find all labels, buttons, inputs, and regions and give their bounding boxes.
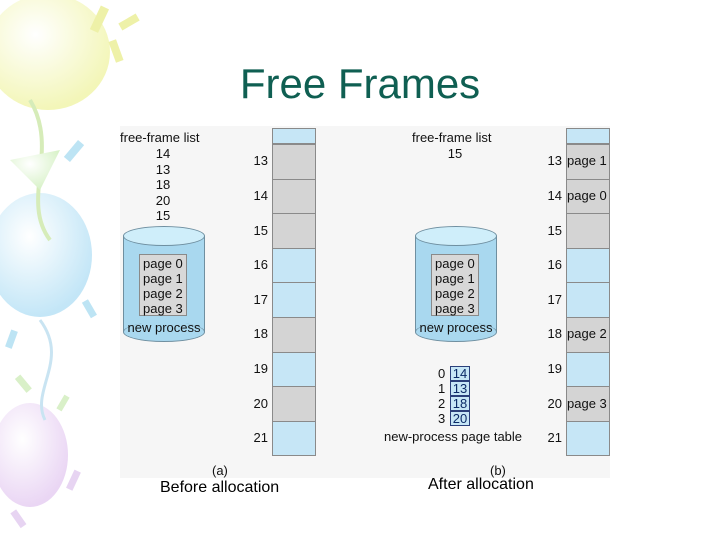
frame-page-label: page 1 [567, 153, 607, 169]
free-frame-entry: 20 [155, 192, 171, 208]
process-page-label: page 2 [143, 286, 183, 301]
new-process-disk-after: page 0 page 1 page 2 page 3 new process [415, 226, 497, 342]
memory-frame [566, 282, 610, 318]
frame-number: 16 [253, 257, 268, 273]
page-table-entry: 13 [450, 381, 470, 396]
memory-frame-top-edge [566, 128, 610, 144]
frame-number: 15 [253, 222, 268, 238]
frame-number: 18 [547, 326, 562, 342]
frame-number: 17 [253, 291, 268, 307]
page-table-entry: 20 [450, 411, 470, 426]
page-table-label: new-process page table [384, 429, 523, 444]
free-frame-entry: 14 [155, 146, 171, 161]
memory-frame [272, 317, 316, 353]
panel-b-label: (b) [490, 463, 506, 478]
caption-before-allocation: Before allocation [160, 479, 280, 496]
process-page-label: page 2 [435, 286, 475, 301]
page-table-index: 0 [438, 366, 446, 381]
memory-frame [566, 213, 610, 249]
frame-number: 15 [547, 222, 562, 238]
frame-number: 13 [547, 153, 562, 169]
memory-frame [566, 317, 610, 353]
frame-number: 20 [253, 395, 268, 411]
frame-number: 13 [253, 153, 268, 169]
process-page-label: page 0 [435, 256, 475, 271]
memory-frame [272, 213, 316, 249]
process-page-label: page 1 [435, 271, 475, 286]
frame-number: 21 [253, 430, 268, 446]
process-page-label: page 3 [143, 301, 183, 316]
process-page-label: page 1 [143, 271, 183, 286]
memory-frame-top-edge [272, 128, 316, 144]
frame-page-label: page 2 [567, 326, 607, 342]
process-pages-box [139, 254, 187, 316]
frame-number: 19 [253, 360, 268, 376]
free-frame-entry: 18 [155, 177, 171, 192]
panel-a-label: (a) [212, 463, 228, 478]
memory-frame [566, 420, 610, 457]
memory-frame [566, 351, 610, 388]
slide-title: Free Frames [239, 60, 481, 107]
frame-number: 17 [547, 291, 562, 307]
process-page-label: page 3 [435, 301, 475, 316]
process-pages-box [431, 254, 479, 316]
frame-page-label: page 3 [567, 395, 607, 411]
memory-frame [272, 247, 316, 284]
frame-number: 19 [547, 360, 562, 376]
process-page-label: page 0 [143, 256, 183, 271]
page-table-index: 1 [438, 381, 446, 396]
memory-frame [272, 178, 316, 215]
new-process-label: new process [419, 320, 493, 335]
memory-frame [272, 144, 316, 180]
page-table-index: 3 [438, 411, 446, 426]
frame-page-label: page 0 [567, 187, 607, 203]
caption-after-allocation: After allocation [428, 476, 534, 493]
free-frame-entry: 13 [155, 161, 171, 177]
frame-number: 18 [253, 326, 268, 342]
page-table-index: 2 [438, 396, 446, 411]
page-table-entry: 18 [450, 396, 470, 411]
memory-frame [272, 351, 316, 388]
free-frame-list-title-after: free-frame list [412, 130, 492, 145]
free-frame-entry: 15 [447, 146, 463, 161]
free-frame-entry: 15 [155, 208, 171, 223]
frame-number: 16 [547, 257, 562, 273]
page-table-entry: 14 [450, 366, 470, 381]
free-frames-figure: free-frame list 14 13 18 20 15 page 0 pa… [120, 126, 610, 478]
new-process-label: new process [127, 320, 201, 335]
memory-frame [272, 282, 316, 318]
memory-frame [566, 247, 610, 284]
memory-frame [566, 178, 610, 215]
new-process-disk-before: page 0 page 1 page 2 page 3 new process [123, 226, 205, 342]
free-frame-list-title-before: free-frame list [120, 130, 200, 145]
memory-frame [272, 420, 316, 457]
frame-number: 14 [253, 187, 268, 203]
memory-frame [272, 386, 316, 422]
frame-number: 20 [547, 395, 562, 411]
frame-number: 21 [547, 430, 562, 446]
free-frame-list-before: 14 13 18 20 15 [148, 146, 178, 224]
frame-number: 14 [547, 187, 562, 203]
